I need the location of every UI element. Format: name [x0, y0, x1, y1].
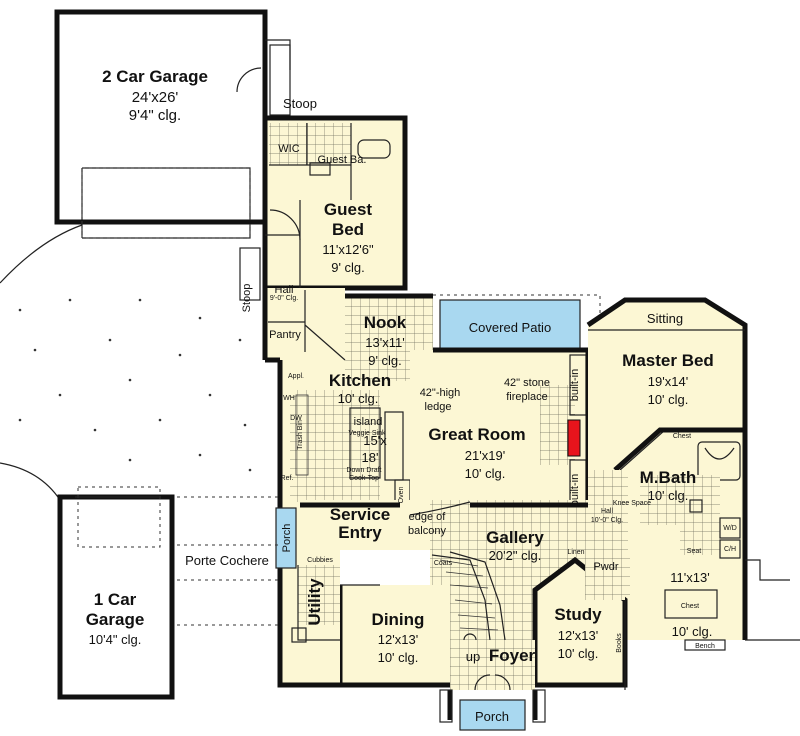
knee-label: Knee Space: [613, 500, 651, 507]
cooktop-line-2: Cook-Top: [349, 475, 379, 482]
guest-bed-ceiling: 9' clg.: [331, 260, 365, 275]
kitchen-ceiling: 10' clg.: [338, 391, 379, 406]
oven-label: Oven: [398, 487, 405, 504]
linen-label: Linen: [567, 549, 584, 556]
porch-side-label: Porch: [281, 524, 293, 553]
mbath-ceiling: 10' clg.: [648, 488, 689, 503]
sitting-label: Sitting: [647, 311, 683, 326]
hall-small-name: Hall: [275, 284, 294, 296]
kitchen-name: Kitchen: [329, 371, 391, 390]
veggie-label: Veggie Sink: [349, 430, 386, 437]
closet-chest: Chest: [681, 603, 699, 610]
study-name: Study: [554, 605, 602, 624]
guest-wing: [239, 115, 408, 301]
cr-label: C/H: [724, 546, 736, 553]
garage2-name: 2 Car Garage: [102, 67, 208, 86]
garage1-name-1: 1 Car: [94, 590, 137, 609]
hall-master-name: Hall: [601, 508, 614, 515]
garage2-dims: 24'x26': [132, 89, 179, 106]
pantry-label: Pantry: [269, 329, 301, 341]
fireplace-icon: [567, 419, 581, 457]
master-bed-ceiling: 10' clg.: [648, 392, 689, 407]
stoop-side-label: Stoop: [241, 284, 253, 313]
guest-bed-name-2: Bed: [332, 220, 364, 239]
dining-dims: 12'x13': [378, 632, 418, 647]
island-name: island: [354, 416, 383, 428]
wm-label: W/D: [723, 525, 737, 532]
island-dims-2: 18': [362, 450, 379, 465]
fireplace-line-1: 42" stone: [504, 377, 550, 389]
master-bed-name: Master Bed: [622, 351, 714, 370]
driveway: [0, 167, 252, 501]
labels: 2 Car Garage 24'x26' 9'4" clg. Stoop WIC…: [86, 67, 737, 724]
books-label: Books: [616, 633, 623, 653]
trash-label: Trash Bin: [297, 420, 304, 450]
foyer-area: [439, 640, 546, 731]
cubbies-label: Cubbies: [307, 557, 333, 564]
foyer-label: Foyer: [489, 646, 536, 665]
fireplace-line-2: fireplace: [506, 391, 548, 403]
porte-cochere: [57, 486, 280, 700]
hall-master-ceiling: 10'-0" Clg.: [591, 517, 623, 524]
study-ceiling: 10' clg.: [558, 646, 599, 661]
guest-bath-label: Guest Ba.: [318, 154, 367, 166]
great-room-name: Great Room: [428, 425, 525, 444]
great-room-area: [410, 347, 591, 520]
nook-ceiling: 9' clg.: [368, 353, 402, 368]
seat-label: Seat: [687, 548, 701, 555]
ref-label: Ref.: [281, 475, 294, 482]
closet-ceiling: 10' clg.: [672, 624, 713, 639]
builtin-lower: built-in: [569, 474, 581, 506]
guest-bed-name-1: Guest: [324, 200, 373, 219]
porch-front-label: Porch: [475, 709, 509, 724]
service-entry-line-1: Service: [330, 505, 391, 524]
chest-small-label: Chest: [673, 433, 691, 440]
wh-label: WH: [283, 395, 295, 402]
edge-balcony-line-1: edge of: [409, 511, 447, 523]
mbath-name: M.Bath: [640, 468, 697, 487]
garage1-name-2: Garage: [86, 610, 145, 629]
wic-label: WIC: [278, 143, 299, 155]
coats-label: Coats: [434, 560, 453, 567]
master-bed-dims: 19'x14': [648, 374, 688, 389]
great-room-dims: 21'x19': [465, 448, 505, 463]
dw-label: DW: [290, 415, 302, 422]
ledge-line-2: ledge: [425, 401, 452, 413]
utility-area: [275, 507, 340, 688]
porte-cochere-label: Porte Cochere: [185, 553, 269, 568]
study-room: [532, 556, 628, 690]
covered-patio-label: Covered Patio: [469, 320, 551, 335]
guest-bed-dims: 11'x12'6": [322, 242, 374, 257]
cooktop-line-1: Down Draft: [346, 467, 381, 474]
dining-name: Dining: [372, 610, 425, 629]
service-entry-line-2: Entry: [338, 523, 382, 542]
stoop-top-label: Stoop: [283, 96, 317, 111]
garage-2car: [54, 9, 291, 239]
pwdr-label: Pwdr: [593, 561, 618, 573]
edge-balcony-line-2: balcony: [408, 525, 446, 537]
gallery-name: Gallery: [486, 528, 544, 547]
up-label: up: [466, 649, 480, 664]
gallery-dims: 20'2" clg.: [489, 548, 542, 563]
nook-name: Nook: [364, 313, 407, 332]
great-room-ceiling: 10' clg.: [465, 466, 506, 481]
island-dims-1: 15'x: [363, 433, 387, 448]
garage2-ceiling: 9'4" clg.: [129, 107, 181, 124]
garage1-ceiling: 10'4" clg.: [89, 632, 142, 647]
builtin-upper: built-in: [569, 369, 581, 401]
closet-dims: 11'x13': [670, 570, 709, 585]
hall-small-ceiling: 9'-0" Clg.: [270, 295, 298, 302]
ledge-line-1: 42"-high: [420, 387, 461, 399]
appliance-label: Appl.: [288, 373, 304, 380]
dining-ceiling: 10' clg.: [378, 650, 419, 665]
study-dims: 12'x13': [558, 628, 598, 643]
nook-dims: 13'x11': [365, 335, 404, 350]
closet-bench: Bench: [695, 643, 715, 650]
utility-label: Utility: [305, 578, 324, 626]
